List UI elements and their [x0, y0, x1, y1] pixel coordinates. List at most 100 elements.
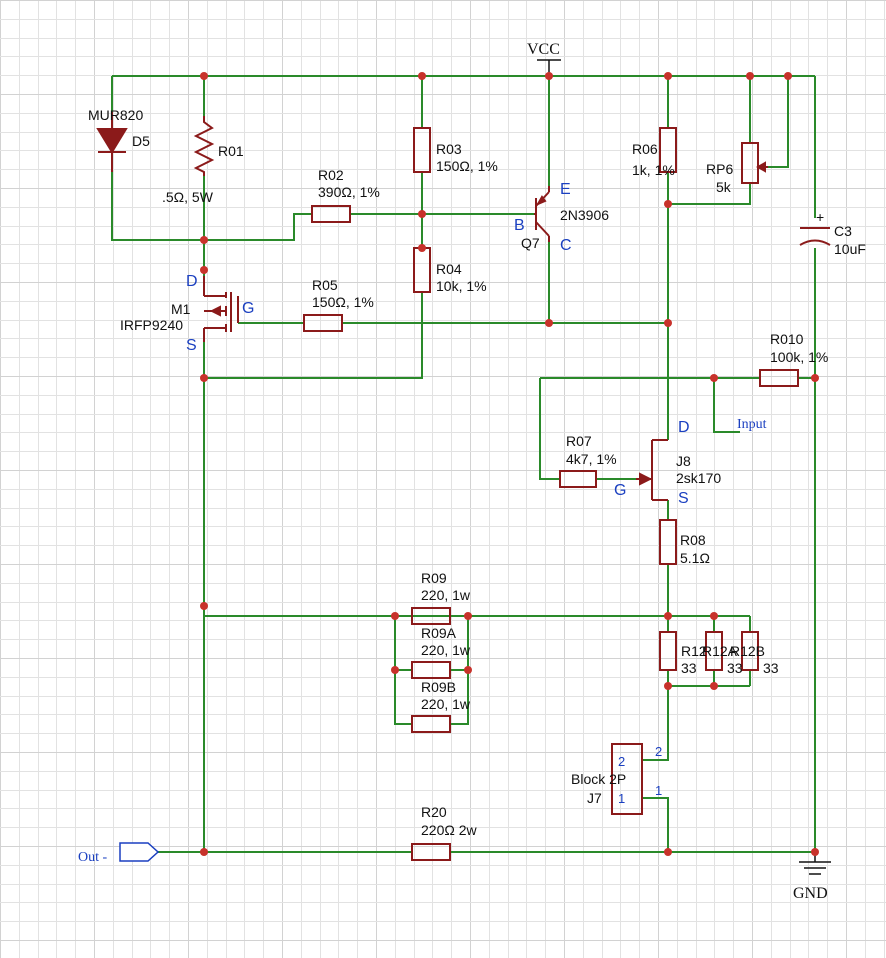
junction-dot: [811, 848, 819, 856]
j7-value: Block 2P: [571, 771, 626, 787]
junction-dot: [545, 319, 553, 327]
resistor-r20[interactable]: [411, 843, 451, 861]
vcc-label: VCC: [527, 41, 560, 58]
wires: [111, 75, 816, 853]
r12a-value: 33: [727, 660, 743, 676]
resistor-r07[interactable]: [559, 470, 597, 488]
junctions: [200, 72, 819, 856]
resistor-r03[interactable]: [413, 127, 431, 173]
resistor-r12[interactable]: [659, 631, 677, 671]
junction-dot: [746, 72, 754, 80]
junction-dot: [200, 374, 208, 382]
junction-dot: [710, 612, 718, 620]
r05-value: 150Ω, 1%: [312, 294, 374, 310]
junction-dot: [664, 848, 672, 856]
j7-outer-pin2: 2: [655, 744, 662, 759]
junction-dot: [811, 374, 819, 382]
resistor-r02[interactable]: [311, 205, 351, 223]
r07-value: 4k7, 1%: [566, 451, 617, 467]
r08-ref: R08: [680, 532, 706, 548]
r010-value: 100k, 1%: [770, 349, 828, 365]
junction-dot: [664, 682, 672, 690]
resistor-r01[interactable]: [193, 116, 215, 176]
m1-ref: M1: [171, 301, 191, 317]
d5-value: MUR820: [88, 107, 143, 123]
junction-dot: [710, 374, 718, 382]
junction-dot: [391, 612, 399, 620]
r12-value: 33: [681, 660, 697, 676]
r09a-ref: R09A: [421, 625, 457, 641]
r01-ref: R01: [218, 143, 244, 159]
junction-dot: [200, 266, 208, 274]
j8-ref: J8: [676, 453, 691, 469]
j7-ref: J7: [587, 790, 602, 806]
rp6-value: 5k: [716, 179, 732, 195]
resistor-r12a[interactable]: [705, 631, 723, 671]
junction-dot: [391, 666, 399, 674]
r06-value: 1k, 1%: [632, 162, 675, 178]
junction-dot: [545, 72, 553, 80]
d5-ref: D5: [132, 133, 150, 149]
resistor-r09b[interactable]: [411, 715, 451, 733]
r12a-ref: R12A: [702, 643, 738, 659]
junction-dot: [664, 612, 672, 620]
r20-ref: R20: [421, 804, 447, 820]
out-port[interactable]: [119, 842, 160, 862]
r12b-ref: R12B: [730, 643, 765, 659]
j7-outer-pin1: 1: [655, 783, 662, 798]
r02-value: 390Ω, 1%: [318, 184, 380, 200]
resistor-r09[interactable]: [411, 607, 451, 625]
r05-ref: R05: [312, 277, 338, 293]
j7-inner-pin2: 2: [618, 754, 625, 769]
resistor-r010[interactable]: [759, 369, 799, 387]
j8-pin-d: D: [678, 419, 690, 436]
r12b-value: 33: [763, 660, 779, 676]
junction-dot: [418, 72, 426, 80]
junction-dot: [664, 72, 672, 80]
input-net-label: Input: [737, 417, 767, 432]
q7-pin-e: E: [560, 181, 571, 198]
capacitor-c3[interactable]: [799, 227, 831, 246]
junction-dot: [200, 72, 208, 80]
r04-value: 10k, 1%: [436, 278, 487, 294]
m1-pin-d: D: [186, 273, 198, 290]
m1-value: IRFP9240: [120, 317, 183, 333]
resistor-r09a[interactable]: [411, 661, 451, 679]
j8-pin-g: G: [614, 482, 626, 499]
q7-pin-c: C: [560, 237, 572, 254]
resistor-r06[interactable]: [659, 127, 677, 173]
r08-value: 5.1Ω: [680, 550, 710, 566]
junction-dot: [418, 244, 426, 252]
junction-dot: [200, 848, 208, 856]
junction-dot: [200, 236, 208, 244]
junction-dot: [664, 319, 672, 327]
diode-d5[interactable]: [96, 112, 128, 172]
m1-pin-s: S: [186, 337, 197, 354]
m1-pin-g: G: [242, 300, 254, 317]
q7-pin-b: B: [514, 217, 525, 234]
r04-ref: R04: [436, 261, 462, 277]
junction-dot: [464, 666, 472, 674]
mosfet-m1[interactable]: [203, 276, 239, 342]
junction-dot: [464, 612, 472, 620]
resistor-r12b[interactable]: [741, 631, 759, 671]
junction-dot: [664, 200, 672, 208]
r010-ref: R010: [770, 331, 804, 347]
r09-value: 220, 1w: [421, 587, 471, 603]
r09b-value: 220, 1w: [421, 696, 471, 712]
resistor-r05[interactable]: [303, 314, 343, 332]
junction-dot: [200, 602, 208, 610]
connector-j7[interactable]: [611, 743, 643, 815]
junction-dot: [710, 682, 718, 690]
resistor-r04[interactable]: [413, 247, 431, 293]
potentiometer-rp6[interactable]: [741, 142, 768, 184]
q7-ref: Q7: [521, 235, 540, 251]
resistor-r08[interactable]: [659, 519, 677, 565]
r06-ref: R06: [632, 141, 658, 157]
r20-value: 220Ω 2w: [421, 822, 478, 838]
jfet-j8[interactable]: [636, 439, 668, 501]
r03-ref: R03: [436, 141, 462, 157]
transistor-q7[interactable]: [534, 186, 550, 242]
